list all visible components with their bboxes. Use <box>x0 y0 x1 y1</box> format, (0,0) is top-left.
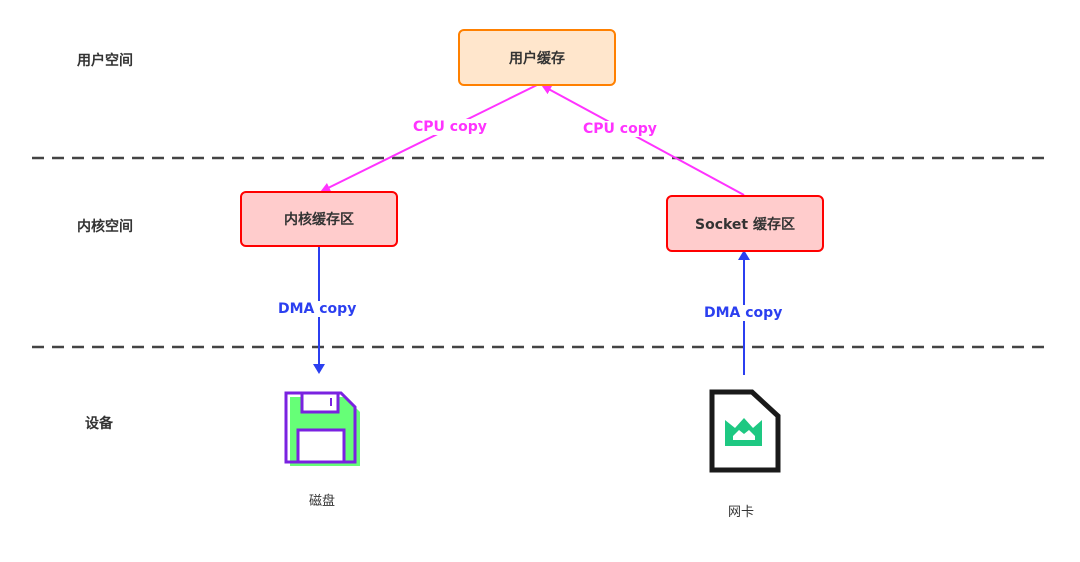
edge-cpu-copy-left <box>320 84 538 192</box>
dma-copy-left-label: DMA copy <box>277 301 358 317</box>
user-buffer-node[interactable]: 用户缓存 <box>458 29 616 86</box>
floppy-disk-icon <box>284 391 360 466</box>
edge-cpu-copy-right <box>541 85 745 196</box>
socket-buffer-label: Socket 缓存区 <box>695 216 795 233</box>
socket-buffer-node[interactable]: Socket 缓存区 <box>666 195 824 252</box>
disk-label: 磁盘 <box>309 494 336 509</box>
user-buffer-label: 用户缓存 <box>509 50 565 67</box>
kernel-buffer-node[interactable]: 内核缓存区 <box>240 191 398 247</box>
layer-label-device: 设备 <box>85 416 113 432</box>
kernel-buffer-label: 内核缓存区 <box>284 212 354 228</box>
cpu-copy-left-label: CPU copy <box>412 119 488 135</box>
nic-label: 网卡 <box>728 505 755 520</box>
cpu-copy-right-label: CPU copy <box>582 121 658 137</box>
dma-copy-right-label: DMA copy <box>703 305 784 321</box>
layer-label-user-space: 用户空间 <box>77 53 133 69</box>
network-card-icon <box>709 389 781 473</box>
layer-label-kernel-space: 内核空间 <box>77 219 133 235</box>
